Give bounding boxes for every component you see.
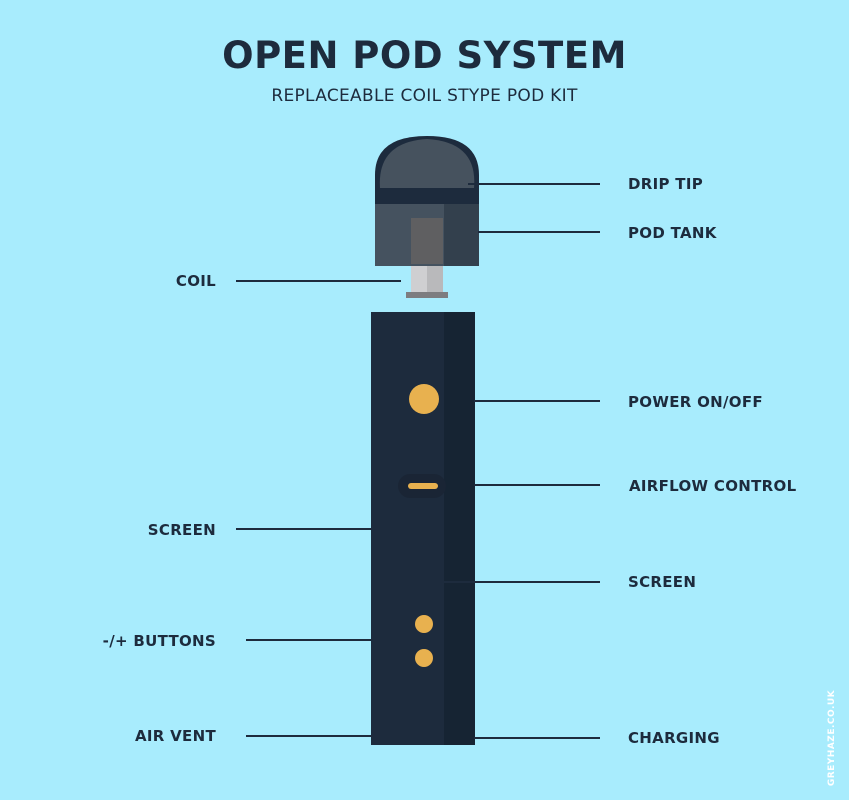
label-screen-right: SCREEN — [628, 573, 697, 591]
plus-button — [415, 649, 433, 667]
minus-button — [415, 615, 433, 633]
page-subtitle: REPLACEABLE COIL STYPE POD KIT — [271, 86, 578, 106]
label-coil: COIL — [175, 272, 216, 290]
power-button — [409, 384, 439, 414]
watermark: GREYHAZE.CO.UK — [827, 689, 837, 787]
label-pod-tank: POD TANK — [628, 224, 717, 242]
airflow-control — [398, 474, 446, 498]
device-body — [371, 312, 475, 745]
coil — [406, 218, 448, 298]
label-charging: CHARGING — [628, 729, 720, 747]
leader-lines — [236, 183, 600, 739]
label-drip-tip: DRIP TIP — [628, 175, 704, 193]
label-power: POWER ON/OFF — [628, 393, 763, 411]
label-buttons: -/+ BUTTONS — [102, 632, 216, 650]
label-airflow: AIRFLOW CONTROL — [629, 477, 797, 495]
label-screen-left: SCREEN — [147, 521, 216, 539]
page-title: OPEN POD SYSTEM — [222, 34, 627, 77]
label-air-vent: AIR VENT — [134, 727, 216, 745]
drip-tip — [375, 136, 479, 205]
